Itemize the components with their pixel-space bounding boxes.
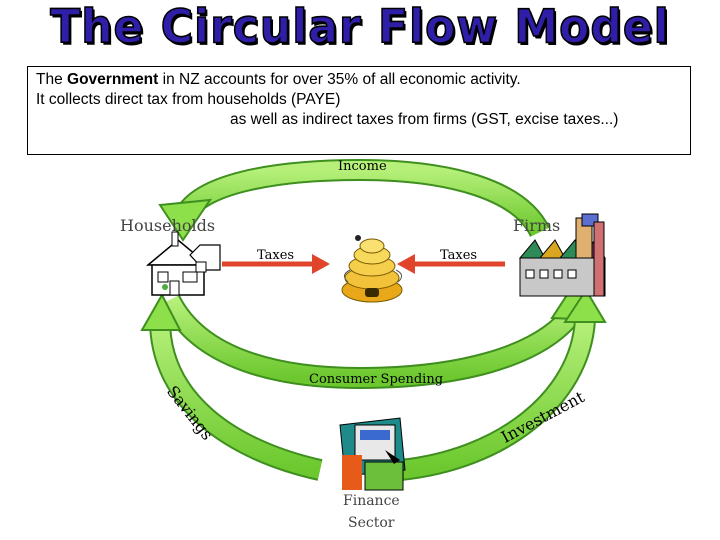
intro-textbox: The Government in NZ accounts for over 3… — [27, 66, 691, 155]
intro-line-2: It collects direct tax from households (… — [36, 91, 341, 108]
savings-arrowhead-up — [140, 292, 182, 331]
intro-line-3: as well as indirect taxes from firms (GS… — [230, 111, 619, 128]
finance-label-line1: Finance — [343, 493, 400, 509]
finance-label-line2: Sector — [348, 515, 395, 531]
income-arrowhead — [158, 198, 213, 242]
investment-arrowhead — [563, 288, 607, 323]
taxes-right-label: Taxes — [440, 248, 478, 263]
income-label: Income — [338, 159, 387, 174]
consumer-spending-arrow — [160, 294, 585, 390]
firms-label: Firms — [513, 216, 561, 235]
intro-line-1: The Government in NZ accounts for over 3… — [36, 71, 521, 88]
page-title: The Circular Flow Model — [49, 0, 670, 55]
house-icon — [145, 231, 221, 296]
taxes-left-label: Taxes — [257, 248, 295, 263]
households-label: Households — [120, 216, 216, 235]
finance-sector-icon — [339, 417, 406, 491]
factory-icon — [518, 213, 606, 297]
beehive-icon — [341, 235, 403, 303]
consumer-spending-label: Consumer Spending — [309, 372, 444, 387]
